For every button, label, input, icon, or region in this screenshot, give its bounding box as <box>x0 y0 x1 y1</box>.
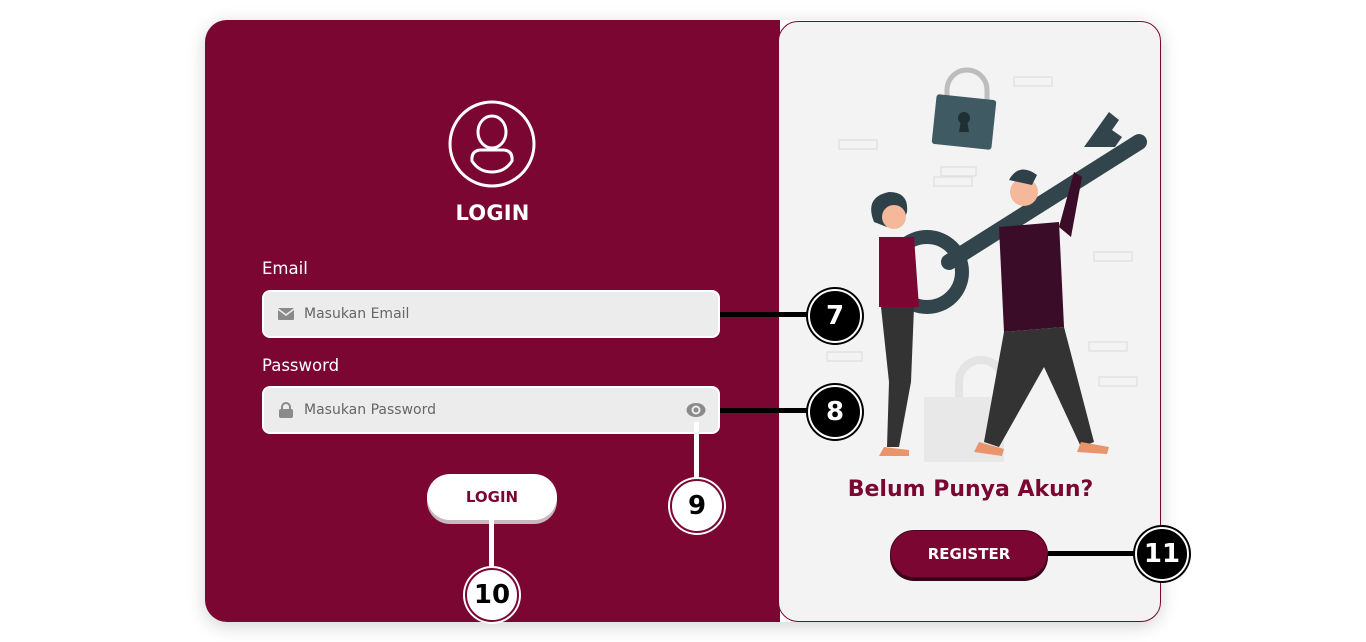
password-label: Password <box>262 356 340 375</box>
email-input[interactable] <box>304 306 664 322</box>
password-field[interactable] <box>262 386 720 434</box>
annotation-connector-9 <box>694 422 699 482</box>
register-panel: Belum Punya Akun? REGISTER <box>778 21 1161 622</box>
password-input[interactable] <box>304 402 664 418</box>
annotation-connector-7 <box>720 312 812 317</box>
user-avatar-icon <box>448 100 536 188</box>
envelope-icon <box>278 306 294 322</box>
annotation-connector-10 <box>489 520 494 570</box>
annotation-connector-11 <box>1048 551 1140 556</box>
annotation-marker-9: 9 <box>670 479 724 533</box>
email-field[interactable] <box>262 290 720 338</box>
auth-card: LOGIN Email Password LOGIN <box>205 20 1161 622</box>
email-label: Email <box>262 259 308 278</box>
annotation-marker-8: 8 <box>808 385 862 439</box>
lock-icon <box>278 402 294 418</box>
eye-icon[interactable] <box>686 402 706 418</box>
login-button[interactable]: LOGIN <box>427 474 557 520</box>
annotation-marker-7: 7 <box>808 289 862 343</box>
login-panel: LOGIN Email Password LOGIN <box>205 20 780 622</box>
annotation-marker-10: 10 <box>465 568 519 622</box>
annotation-connector-8 <box>720 408 812 413</box>
no-account-heading: Belum Punya Akun? <box>847 477 1094 502</box>
key-illustration <box>826 67 1147 462</box>
login-title: LOGIN <box>455 201 530 225</box>
annotation-marker-11: 11 <box>1135 527 1189 581</box>
register-button[interactable]: REGISTER <box>890 530 1048 578</box>
